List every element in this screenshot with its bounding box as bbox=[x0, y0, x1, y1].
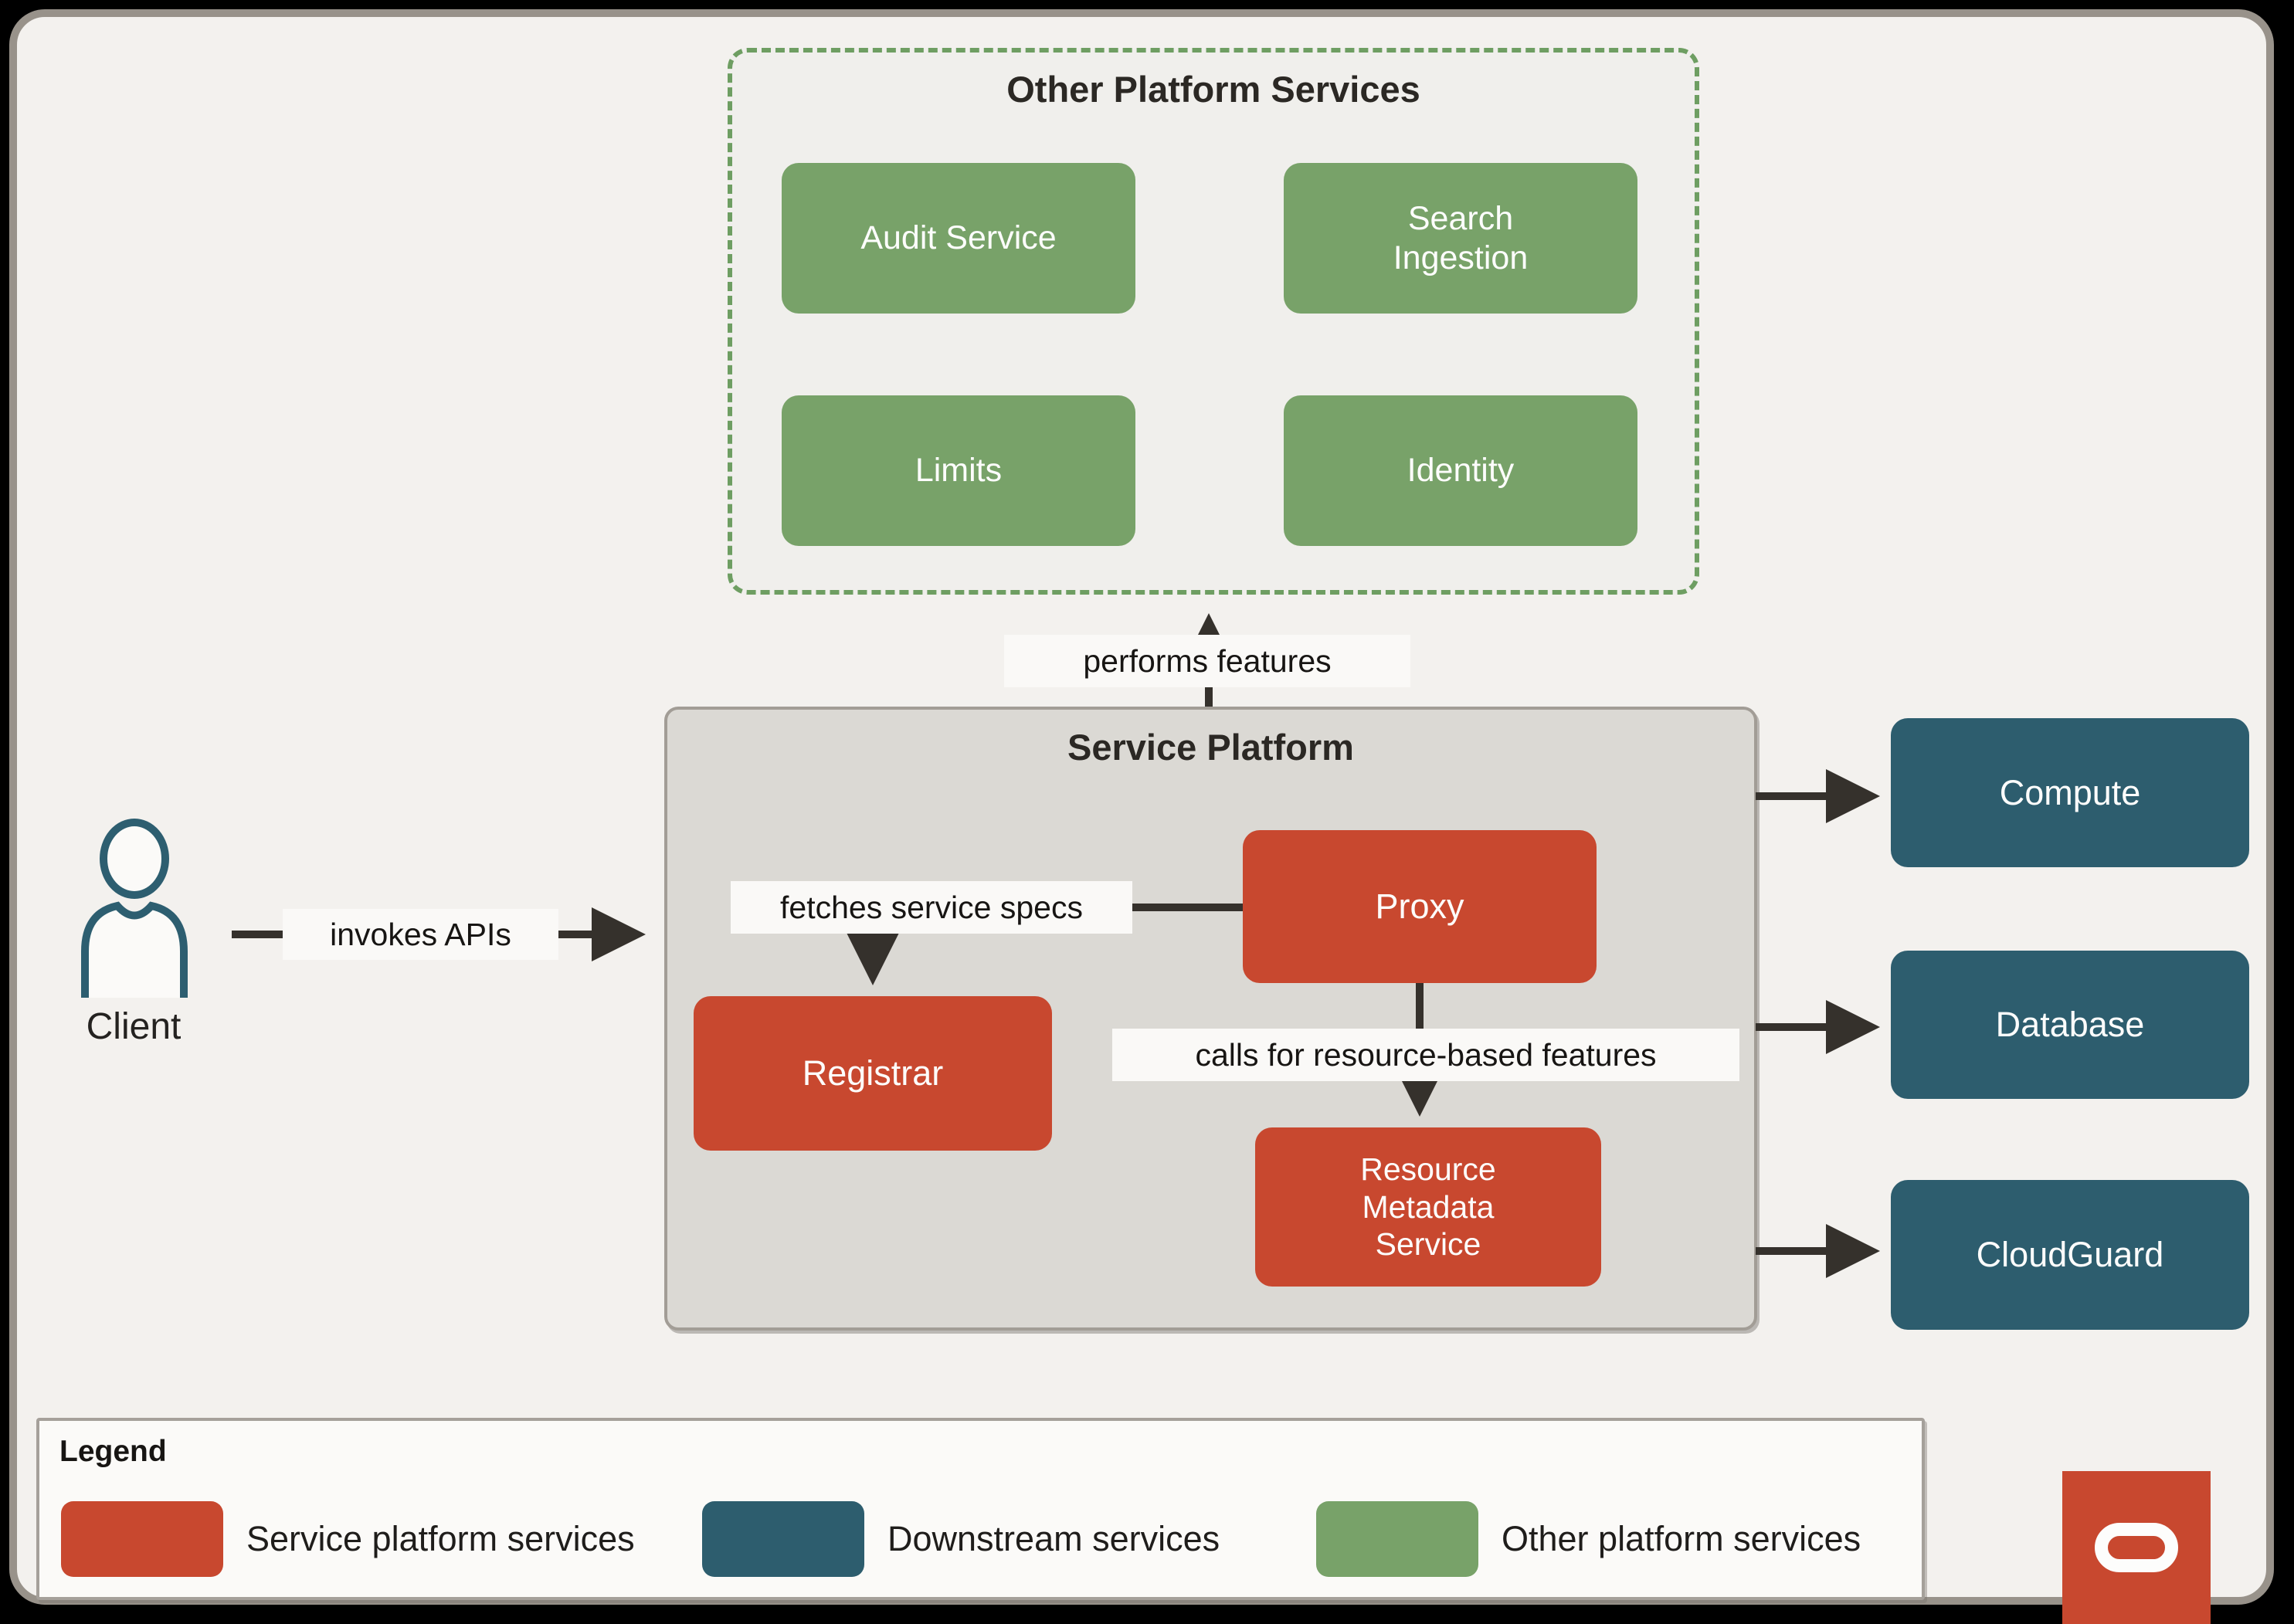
node-label: Identity bbox=[1407, 452, 1515, 490]
legend-title: Legend bbox=[59, 1435, 167, 1468]
legend-label: Downstream services bbox=[887, 1519, 1220, 1558]
node-label: Database bbox=[1995, 1005, 2145, 1045]
node-resource-metadata-service: Resource Metadata Service bbox=[1255, 1127, 1601, 1287]
node-label: Limits bbox=[915, 452, 1003, 490]
edge-label-performs-features: performs features bbox=[1004, 635, 1410, 687]
node-limits: Limits bbox=[782, 395, 1135, 546]
edge-label-fetches-service-specs: fetches service specs bbox=[731, 881, 1132, 934]
legend: Legend Service platform services Downstr… bbox=[36, 1418, 1925, 1600]
node-label: Proxy bbox=[1375, 887, 1464, 927]
legend-label: Other platform services bbox=[1502, 1519, 1861, 1558]
node-search-ingestion: Search Ingestion bbox=[1284, 163, 1637, 314]
legend-swatch-service-platform bbox=[61, 1501, 223, 1577]
node-label: Registrar bbox=[802, 1053, 944, 1093]
legend-swatch-downstream bbox=[702, 1501, 864, 1577]
edge-label-calls-resource-features: calls for resource-based features bbox=[1112, 1029, 1739, 1081]
node-audit-service: Audit Service bbox=[782, 163, 1135, 314]
node-label: Audit Service bbox=[860, 219, 1057, 257]
node-identity: Identity bbox=[1284, 395, 1637, 546]
node-proxy: Proxy bbox=[1243, 830, 1597, 983]
node-compute: Compute bbox=[1891, 718, 2249, 867]
legend-swatch-other-platform bbox=[1316, 1501, 1478, 1577]
other-platform-services-title: Other Platform Services bbox=[1006, 69, 1420, 110]
node-registrar: Registrar bbox=[694, 996, 1052, 1151]
edge-label-invokes-apis: invokes APIs bbox=[283, 909, 558, 960]
oracle-o-icon bbox=[2095, 1523, 2178, 1572]
client-label: Client bbox=[86, 1006, 182, 1047]
node-label: CloudGuard bbox=[1976, 1235, 2164, 1275]
node-database: Database bbox=[1891, 951, 2249, 1099]
node-label: Search Ingestion bbox=[1393, 199, 1529, 276]
legend-label: Service platform services bbox=[246, 1519, 635, 1558]
client-person-icon bbox=[81, 819, 188, 998]
node-label: Resource Metadata Service bbox=[1360, 1151, 1496, 1263]
node-label: Compute bbox=[1999, 772, 2141, 812]
oracle-logo bbox=[2062, 1471, 2211, 1624]
service-platform-title: Service Platform bbox=[1067, 727, 1354, 768]
node-cloudguard: CloudGuard bbox=[1891, 1180, 2249, 1330]
